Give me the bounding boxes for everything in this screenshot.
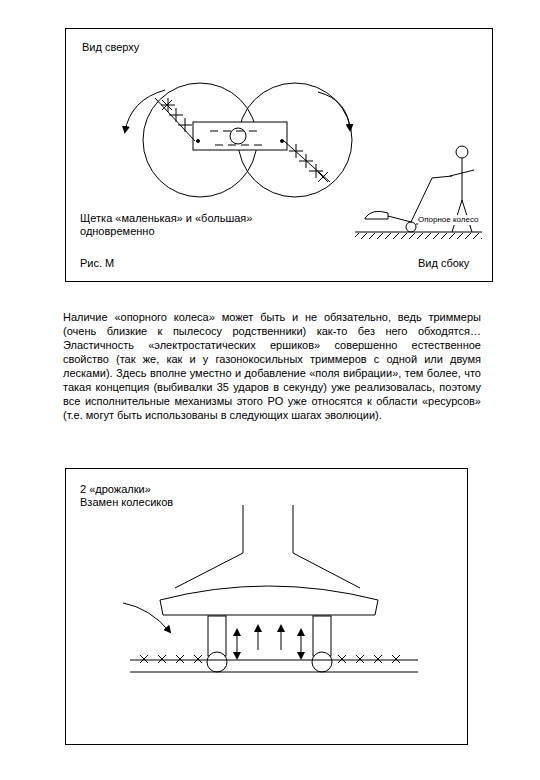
figure-caption: Вид сверху [82,41,232,54]
body-paragraph: Наличие «опорного колеса» может быть и н… [63,310,481,422]
figure-caption: 2 «дрожалки» Взамен колесиков [80,483,190,509]
figure-frame: Вид сверхуЩетка «маленькая» и «большая» … [65,28,493,282]
vibrator-side-view [123,505,418,672]
figure-caption: Рис. М [80,257,160,270]
figure-caption: Вид сбоку [418,257,490,270]
figure-frame: 2 «дрожалки» Взамен колесиков [65,468,468,745]
figure-caption: Щетка «маленькая» и «большая» одновремен… [80,212,260,238]
brush-top-view [125,83,352,197]
side-view [355,146,482,239]
part-label: Опорное колесо [418,215,492,225]
